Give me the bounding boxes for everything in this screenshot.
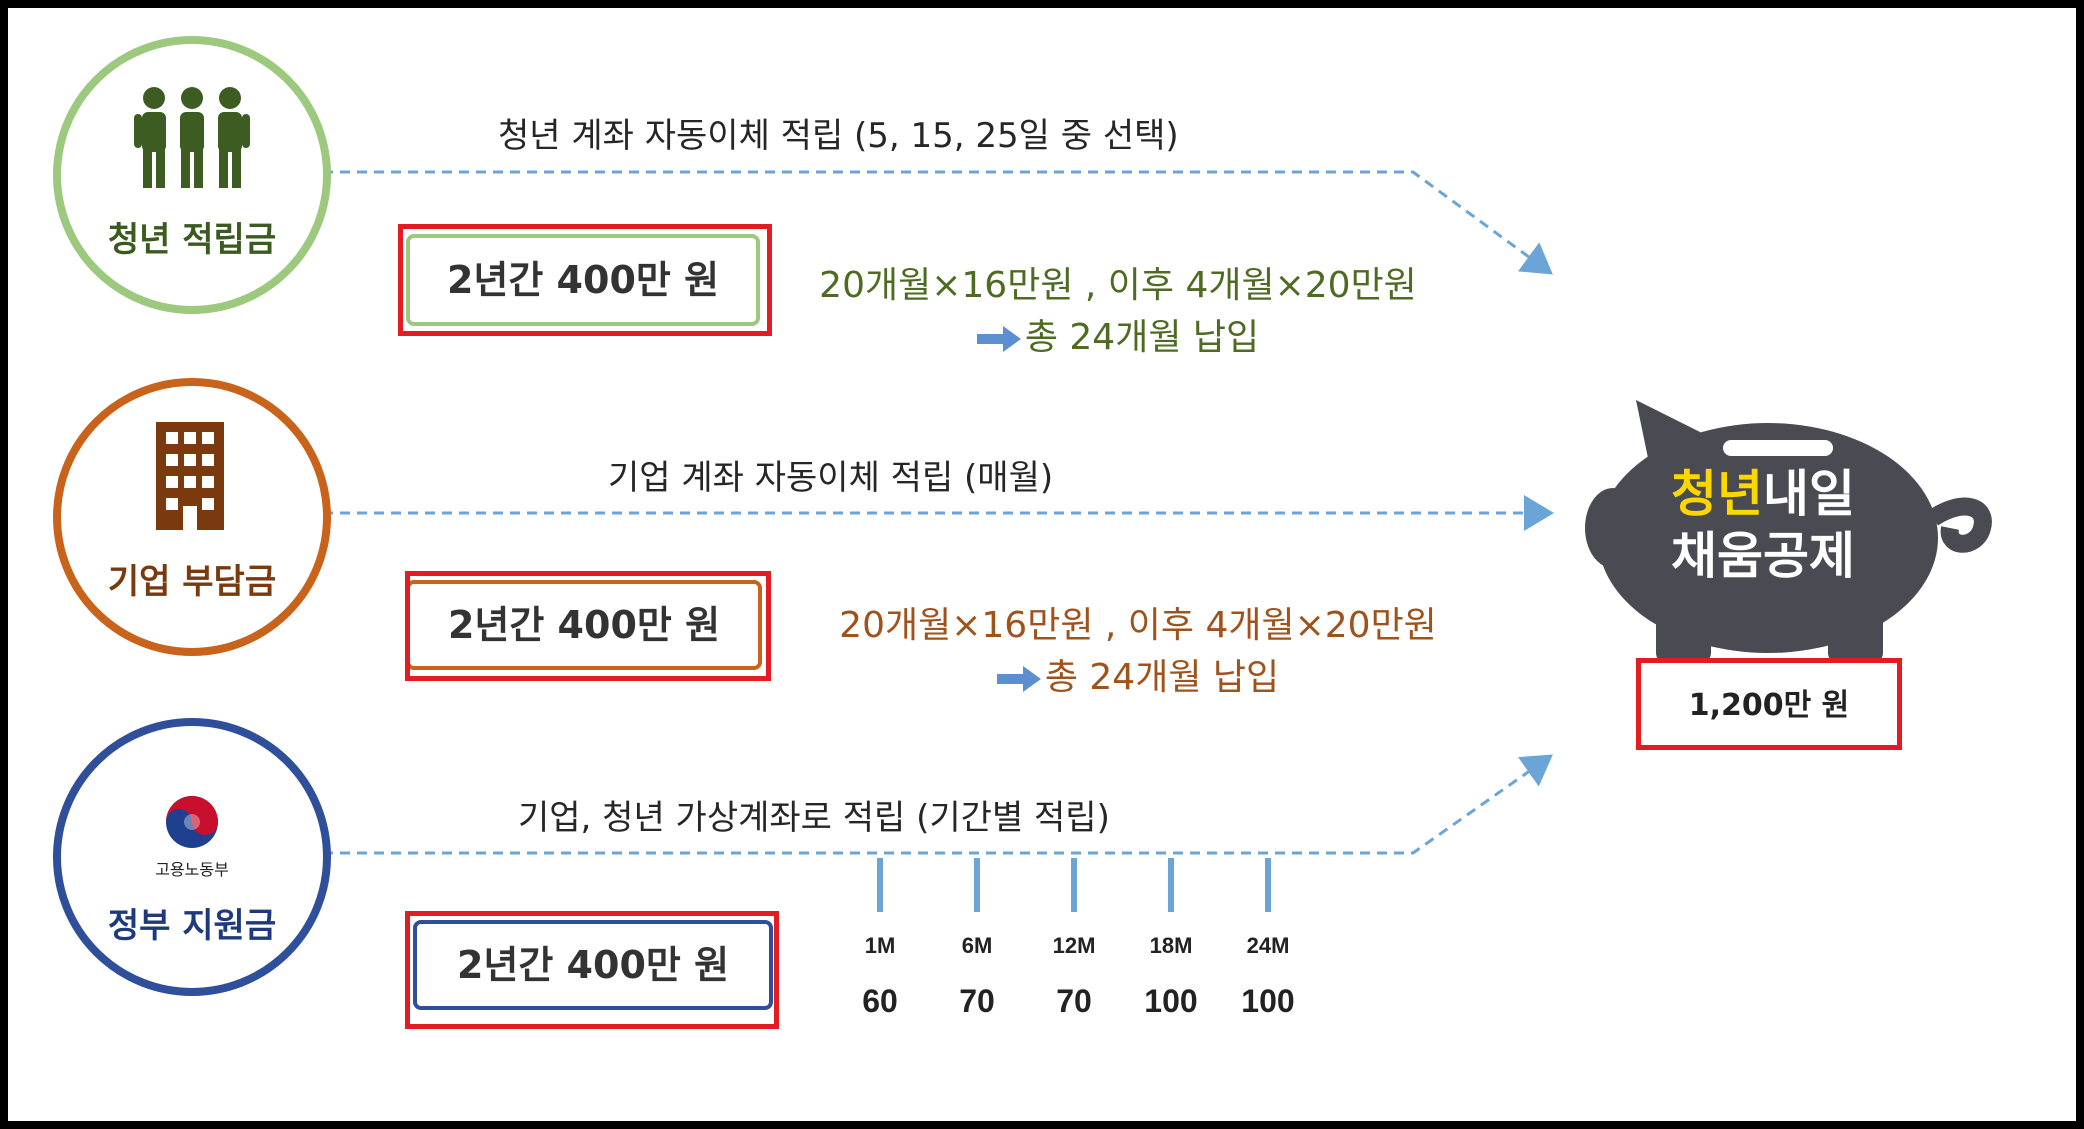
youth-note-line2: 총 24개월 납입 bbox=[1025, 317, 1259, 358]
government-circle: 고용노동부 정부 지원금 bbox=[53, 718, 331, 996]
youth-note-line1: 20개월×16만원 , 이후 4개월×20만원 bbox=[788, 256, 1448, 308]
company-note-line1: 20개월×16만원 , 이후 4개월×20만원 bbox=[808, 596, 1468, 648]
tick-mark bbox=[1168, 858, 1174, 912]
company-amount-highlight bbox=[405, 571, 771, 681]
schedule-month: 18M bbox=[1126, 933, 1216, 959]
schedule-month: 24M bbox=[1223, 933, 1313, 959]
tick-mark bbox=[1265, 858, 1271, 912]
ministry-name: 고용노동부 bbox=[61, 856, 323, 880]
diagram-canvas: 청년 적립금 청년 계좌 자동이체 적립 (5, 15, 25일 중 선택) 2… bbox=[8, 8, 2076, 1121]
schedule-value: 100 bbox=[1223, 983, 1313, 1020]
arrow-right-icon bbox=[997, 666, 1041, 692]
youth-circle: 청년 적립금 bbox=[53, 36, 331, 314]
government-amount-highlight bbox=[405, 911, 779, 1029]
youth-amount-highlight bbox=[398, 224, 772, 336]
schedule-value: 70 bbox=[932, 983, 1022, 1020]
youth-row-title: 청년 계좌 자동이체 적립 (5, 15, 25일 중 선택) bbox=[498, 108, 1179, 157]
arrow-right-icon bbox=[977, 326, 1021, 352]
building-icon bbox=[152, 422, 232, 532]
company-note: 20개월×16만원 , 이후 4개월×20만원 총 24개월 납입 bbox=[808, 596, 1468, 700]
schedule-value: 100 bbox=[1126, 983, 1216, 1020]
people-icon bbox=[132, 84, 252, 194]
piggy-title-line2: 채움공제 bbox=[1608, 525, 1918, 587]
schedule-value: 70 bbox=[1029, 983, 1119, 1020]
youth-note: 20개월×16만원 , 이후 4개월×20만원 총 24개월 납입 bbox=[788, 256, 1448, 360]
tick-mark bbox=[974, 858, 980, 912]
schedule-month: 6M bbox=[932, 933, 1022, 959]
government-label: 정부 지원금 bbox=[61, 898, 323, 947]
piggy-title-part: 내일 bbox=[1763, 465, 1855, 523]
company-label: 기업 부담금 bbox=[61, 554, 323, 603]
company-note-line2: 총 24개월 납입 bbox=[1045, 657, 1279, 698]
piggy-title: 청년내일 채움공제 bbox=[1608, 463, 1918, 587]
schedule-month: 1M bbox=[835, 933, 925, 959]
schedule-value: 60 bbox=[835, 983, 925, 1020]
tick-mark bbox=[1071, 858, 1077, 912]
piggy-title-highlight: 청년 bbox=[1671, 465, 1763, 523]
government-emblem-icon bbox=[162, 792, 222, 852]
company-row-title: 기업 계좌 자동이체 적립 (매월) bbox=[608, 450, 1053, 499]
tick-mark bbox=[877, 858, 883, 912]
government-row-title: 기업, 청년 가상계좌로 적립 (기간별 적립) bbox=[518, 790, 1110, 839]
total-amount: 1,200만 원 bbox=[1636, 680, 1902, 724]
schedule-month: 12M bbox=[1029, 933, 1119, 959]
company-circle: 기업 부담금 bbox=[53, 378, 331, 656]
youth-label: 청년 적립금 bbox=[61, 212, 323, 261]
